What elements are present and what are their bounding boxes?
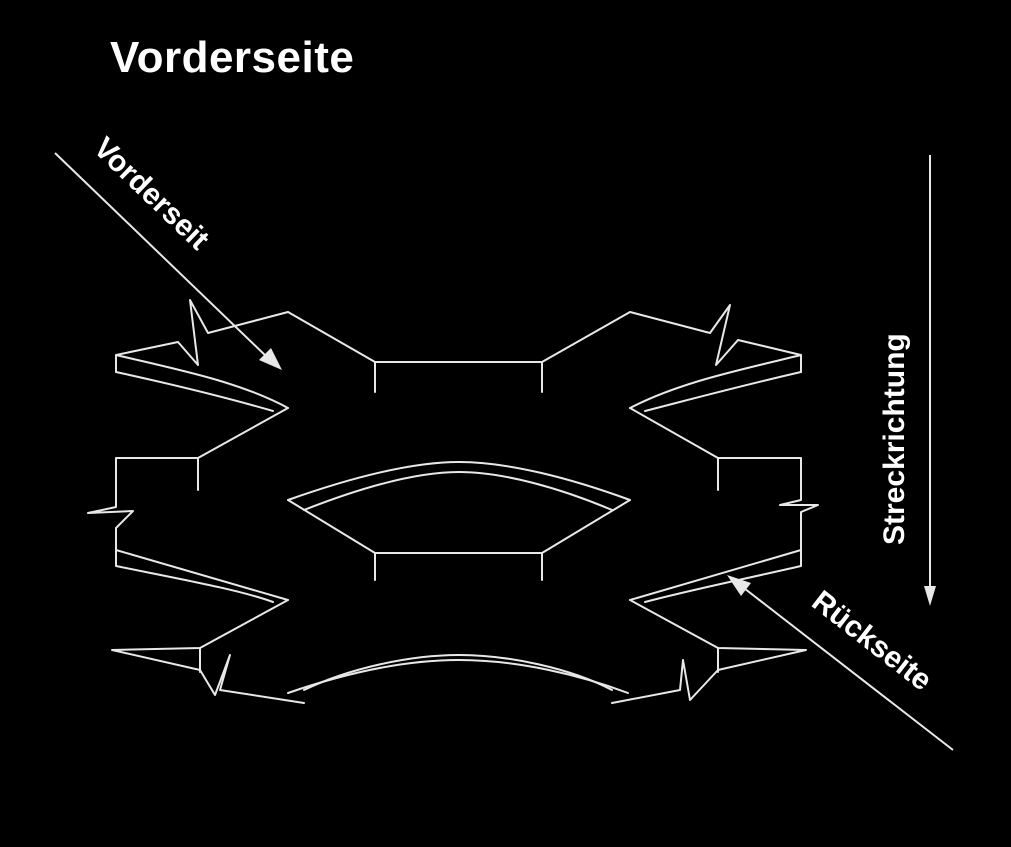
middle-left-node <box>87 407 289 601</box>
back-side-label: Rückseite <box>806 584 938 697</box>
stretch-direction-arrow <box>924 155 936 606</box>
stretch-direction-label: Streckrichtung <box>878 333 911 545</box>
bottom-center-strand <box>303 654 613 691</box>
front-side-arrow <box>54 152 282 370</box>
lower-right-strand <box>611 599 807 704</box>
diagram-title: Vorderseite <box>110 33 355 82</box>
lower-left-strand <box>111 599 305 704</box>
middle-right-node <box>629 407 819 601</box>
front-side-label: Vorderseit <box>87 131 215 256</box>
top-center-strand <box>287 311 631 363</box>
mesh-outline <box>87 299 819 704</box>
central-mesh-opening <box>287 461 631 501</box>
